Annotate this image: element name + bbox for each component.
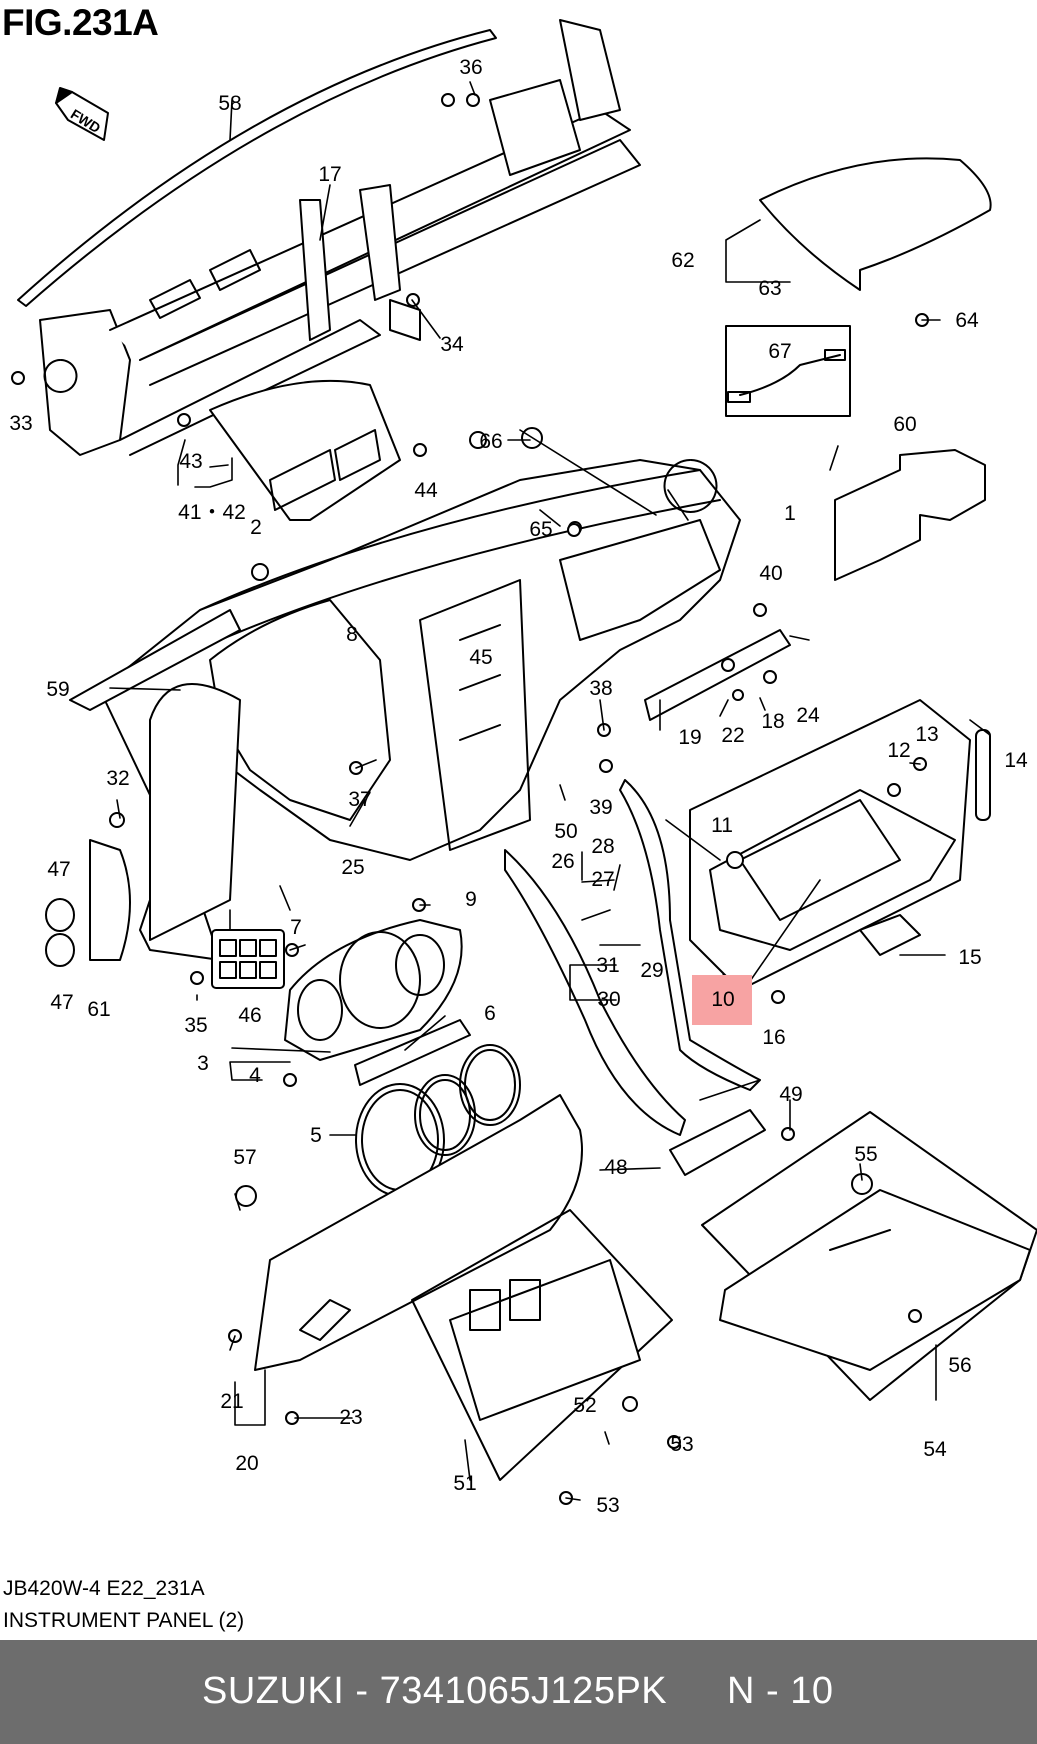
callout-52: 52 [573,1394,596,1417]
callout-32: 32 [106,767,129,790]
callout-3: 3 [197,1052,209,1075]
callout-64: 63 [758,277,781,300]
callout-16: 16 [762,1026,785,1049]
callout-23: 23 [339,1406,362,1429]
callout-39: 39 [589,796,612,819]
callout-42: 43 [179,450,202,473]
callout-68: 67 [768,340,791,363]
callout-27: 27 [591,868,614,891]
callout-21: 21 [220,1390,243,1413]
callout-4: 4 [249,1064,261,1087]
callout-57: 56 [948,1354,971,1377]
combination-meter [284,919,463,1061]
figure-name: INSTRUMENT PANEL (2) [3,1609,245,1632]
callout-1: 1 [784,502,796,525]
callout-48: 48 [604,1156,627,1179]
callout-61: 60 [893,413,916,436]
callout-37: 37 [348,788,371,811]
switch-panel [211,929,285,989]
callout-5: 5 [310,1124,322,1147]
figure-code: JB420W-4 E22_231A [3,1577,205,1600]
callout-60: 59 [46,678,69,701]
callout-67: 66 [479,430,502,453]
glove-box-side-trim [619,779,761,1091]
callout-24: 24 [796,704,820,727]
callout-28: 28 [591,835,614,858]
exploded-view-diagram: FWD [9,19,1037,1517]
callout-11: 11 [711,814,733,837]
callout-25: 25 [341,856,364,879]
callout-34: 34 [440,333,464,356]
callout-26: 26 [551,850,574,873]
callout-8: 8 [346,623,358,646]
callout-15: 15 [958,946,981,969]
callout-63: 62 [671,249,694,272]
leader-lines [109,81,991,1501]
instrument-panel-body [69,459,741,961]
glove-box [709,789,956,951]
callout-7: 7 [290,916,302,939]
callout-2: 2 [250,516,262,539]
upper-garnish-panel [759,157,992,291]
callout-46: 47 [47,858,70,881]
glove-box-lid [719,1189,1031,1371]
callout-14: 14 [1004,749,1028,772]
callout-38: 38 [589,677,612,700]
callout-62: 61 [87,998,110,1021]
highlighted-callout-box [692,975,752,1025]
callout-44: 45 [469,646,492,669]
callout-54: 53 [596,1494,619,1517]
callout-labels: 1234567891011121314151617181920212223242… [9,56,1028,1517]
part-number-footer: SUZUKI - 7341065J125PK N - 10 [0,1640,1037,1744]
callout-20: 20 [235,1452,258,1475]
callout-53: 53 [670,1433,693,1456]
callout-12: 12 [887,739,910,762]
callout-13: 13 [915,723,938,746]
callout-33: 33 [9,412,32,435]
callout-30: 30 [597,988,620,1011]
callout-17: 17 [318,163,341,186]
position-text: N - 10 [727,1670,834,1712]
callout-51: 51 [453,1472,476,1495]
part-number-text: SUZUKI - 7341065J125PK [202,1670,668,1712]
fwd-arrow-icon: FWD [55,87,109,141]
callout-43: 44 [414,479,438,502]
callout-66: 65 [529,518,552,541]
callout-19: 19 [678,726,701,749]
lower-panel [254,1094,583,1371]
callout-49: 49 [779,1083,802,1106]
callout-40: 40 [759,562,782,585]
callout-55: 54 [923,1438,947,1461]
callout-6: 6 [484,1002,496,1025]
callout-45: 46 [238,1004,261,1027]
callout-10: 10 [711,988,734,1011]
insulation-pad [834,449,986,581]
callout-22: 22 [721,724,744,747]
inner-tray-frame [411,1209,673,1481]
callout-65: 64 [955,309,979,332]
callout-35: 35 [184,1014,207,1037]
callout-50: 50 [554,820,577,843]
callout-9: 9 [465,888,477,911]
callout-58: 57 [233,1146,256,1169]
meter-hood [209,379,401,521]
callout-36: 36 [459,56,482,79]
steering-support-member [39,19,641,456]
windshield-trim-strip [17,29,497,307]
callout-47: 47 [50,991,73,1014]
callout-18: 18 [761,710,784,733]
callout-59: 58 [218,92,241,115]
side-cover [89,839,131,961]
harness-detail-box [725,325,851,417]
callout-41: 41・42 [178,501,246,524]
glove-box-detail-frame [689,699,971,991]
callout-56: 55 [854,1143,877,1166]
figure-title: FIG.231A [2,2,159,43]
callout-31: 31 [596,954,619,977]
callout-29: 29 [640,959,663,982]
